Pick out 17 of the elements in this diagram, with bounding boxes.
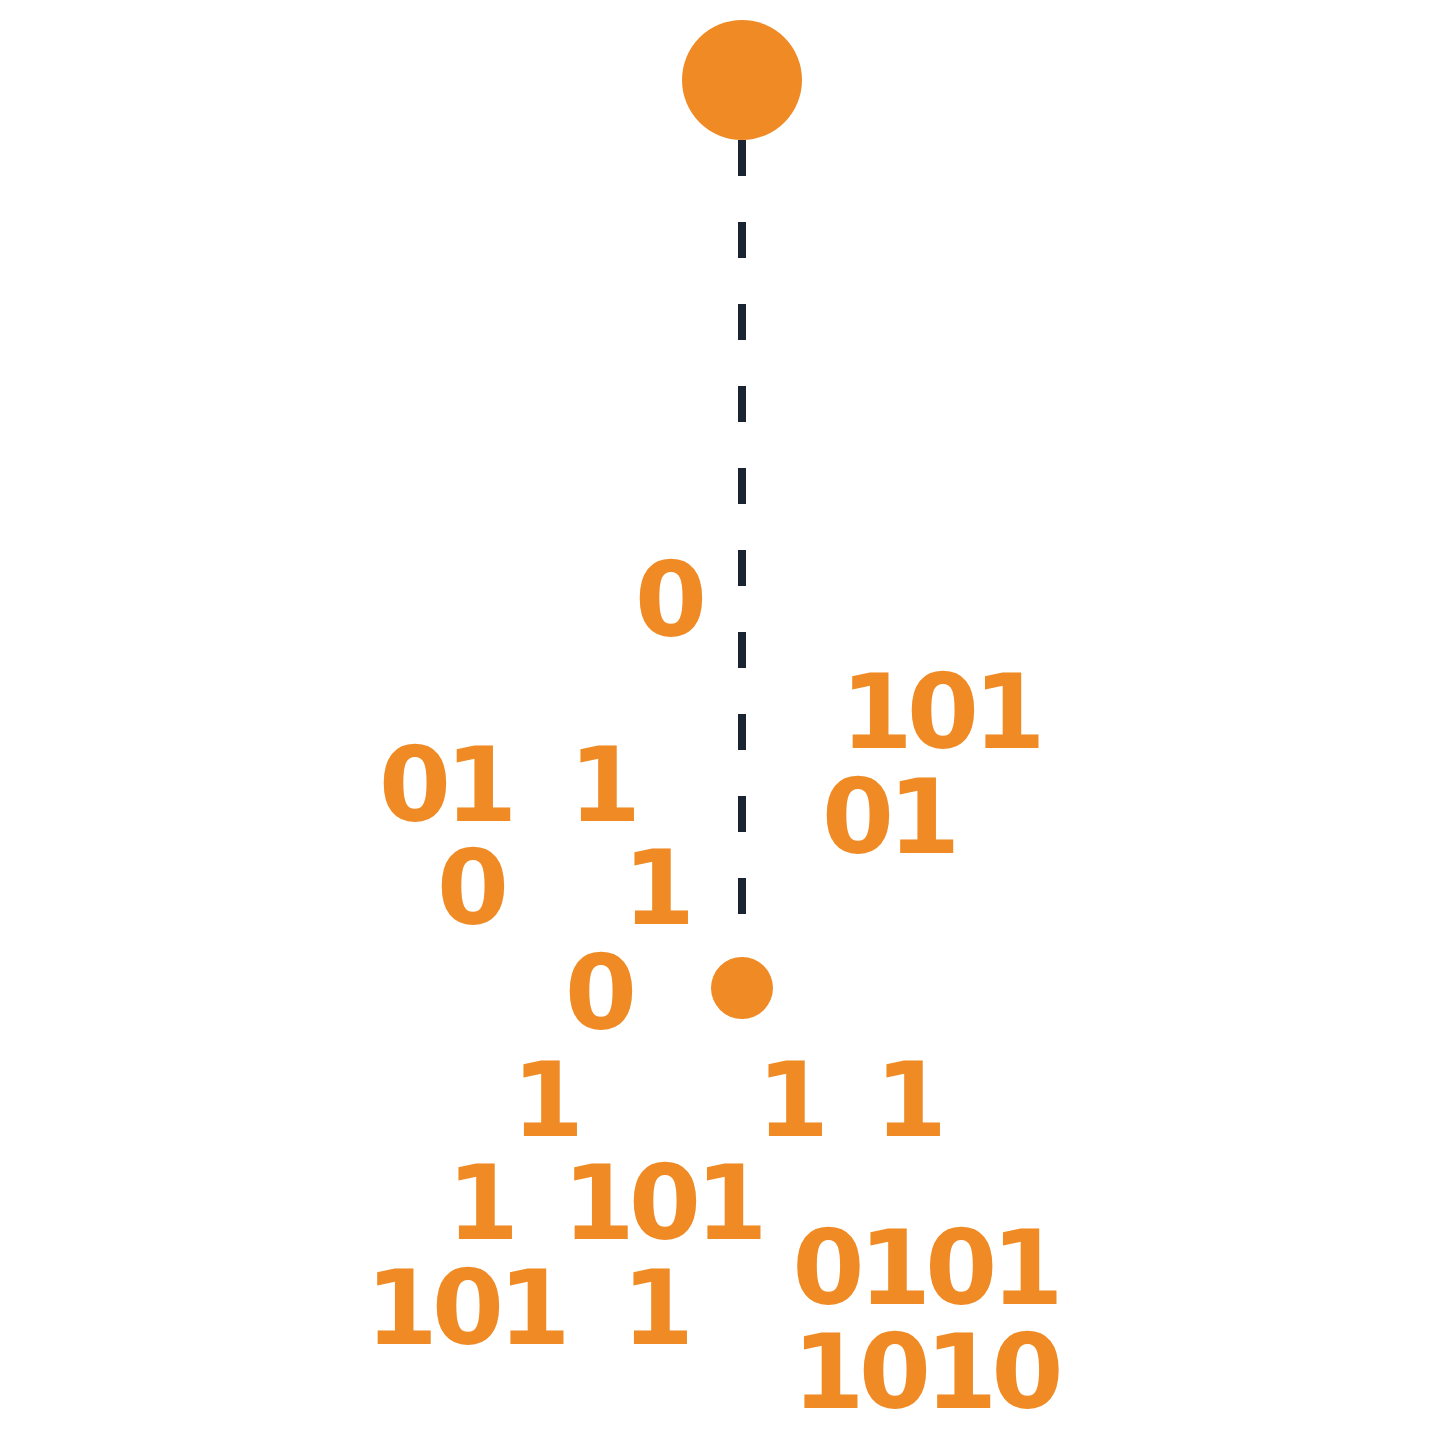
binary-digits: 0: [436, 836, 504, 940]
binary-digits: 1: [756, 1048, 824, 1152]
binary-digits: 101: [365, 1256, 565, 1360]
binary-digits: 1: [621, 1256, 689, 1360]
binary-digits: 0101: [792, 1216, 1058, 1320]
binary-digits: 01: [821, 765, 955, 869]
binary-digits: 1: [446, 1151, 514, 1255]
binary-digits: 1: [511, 1048, 579, 1152]
binary-digits: 01: [378, 733, 512, 837]
binary-digits: 1: [568, 733, 636, 837]
binary-digits: 1: [874, 1048, 942, 1152]
binary-digits: 101: [840, 660, 1040, 764]
binary-digits: 0: [634, 548, 702, 652]
binary-digits: 1: [622, 836, 690, 940]
binary-digits: 1010: [792, 1320, 1058, 1424]
binary-digits: 0: [564, 941, 632, 1045]
binary-digits: 101: [562, 1151, 762, 1255]
